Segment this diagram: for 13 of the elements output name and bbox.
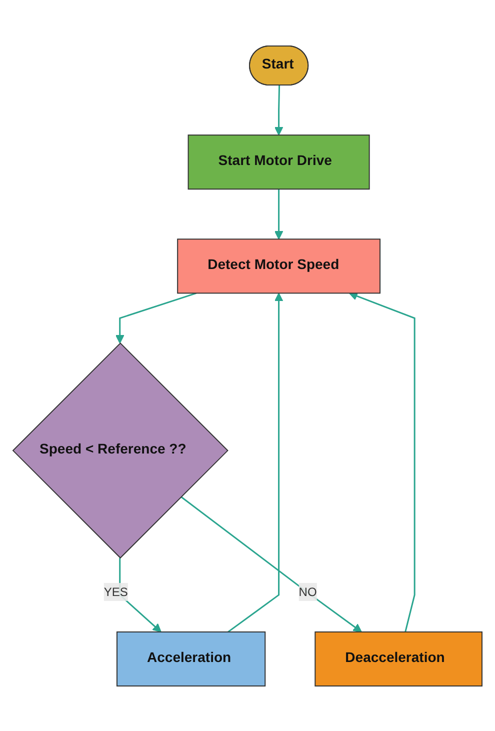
- node-box: Detect Motor Speed: [177, 238, 380, 294]
- node-box: Start Motor Drive: [188, 134, 370, 190]
- arrow: [274, 85, 284, 135]
- edge-label: NO: [298, 584, 317, 598]
- node-box: Deacceleration: [314, 630, 482, 686]
- arrow: [115, 292, 196, 344]
- arrow: [348, 291, 416, 632]
- arrow: [180, 496, 362, 632]
- edge-label: YES: [104, 584, 128, 598]
- node-box: Acceleration: [116, 630, 266, 686]
- arrow: [228, 292, 284, 632]
- node-diamond: Speed < Reference ??: [12, 342, 228, 558]
- arrow: [274, 188, 284, 240]
